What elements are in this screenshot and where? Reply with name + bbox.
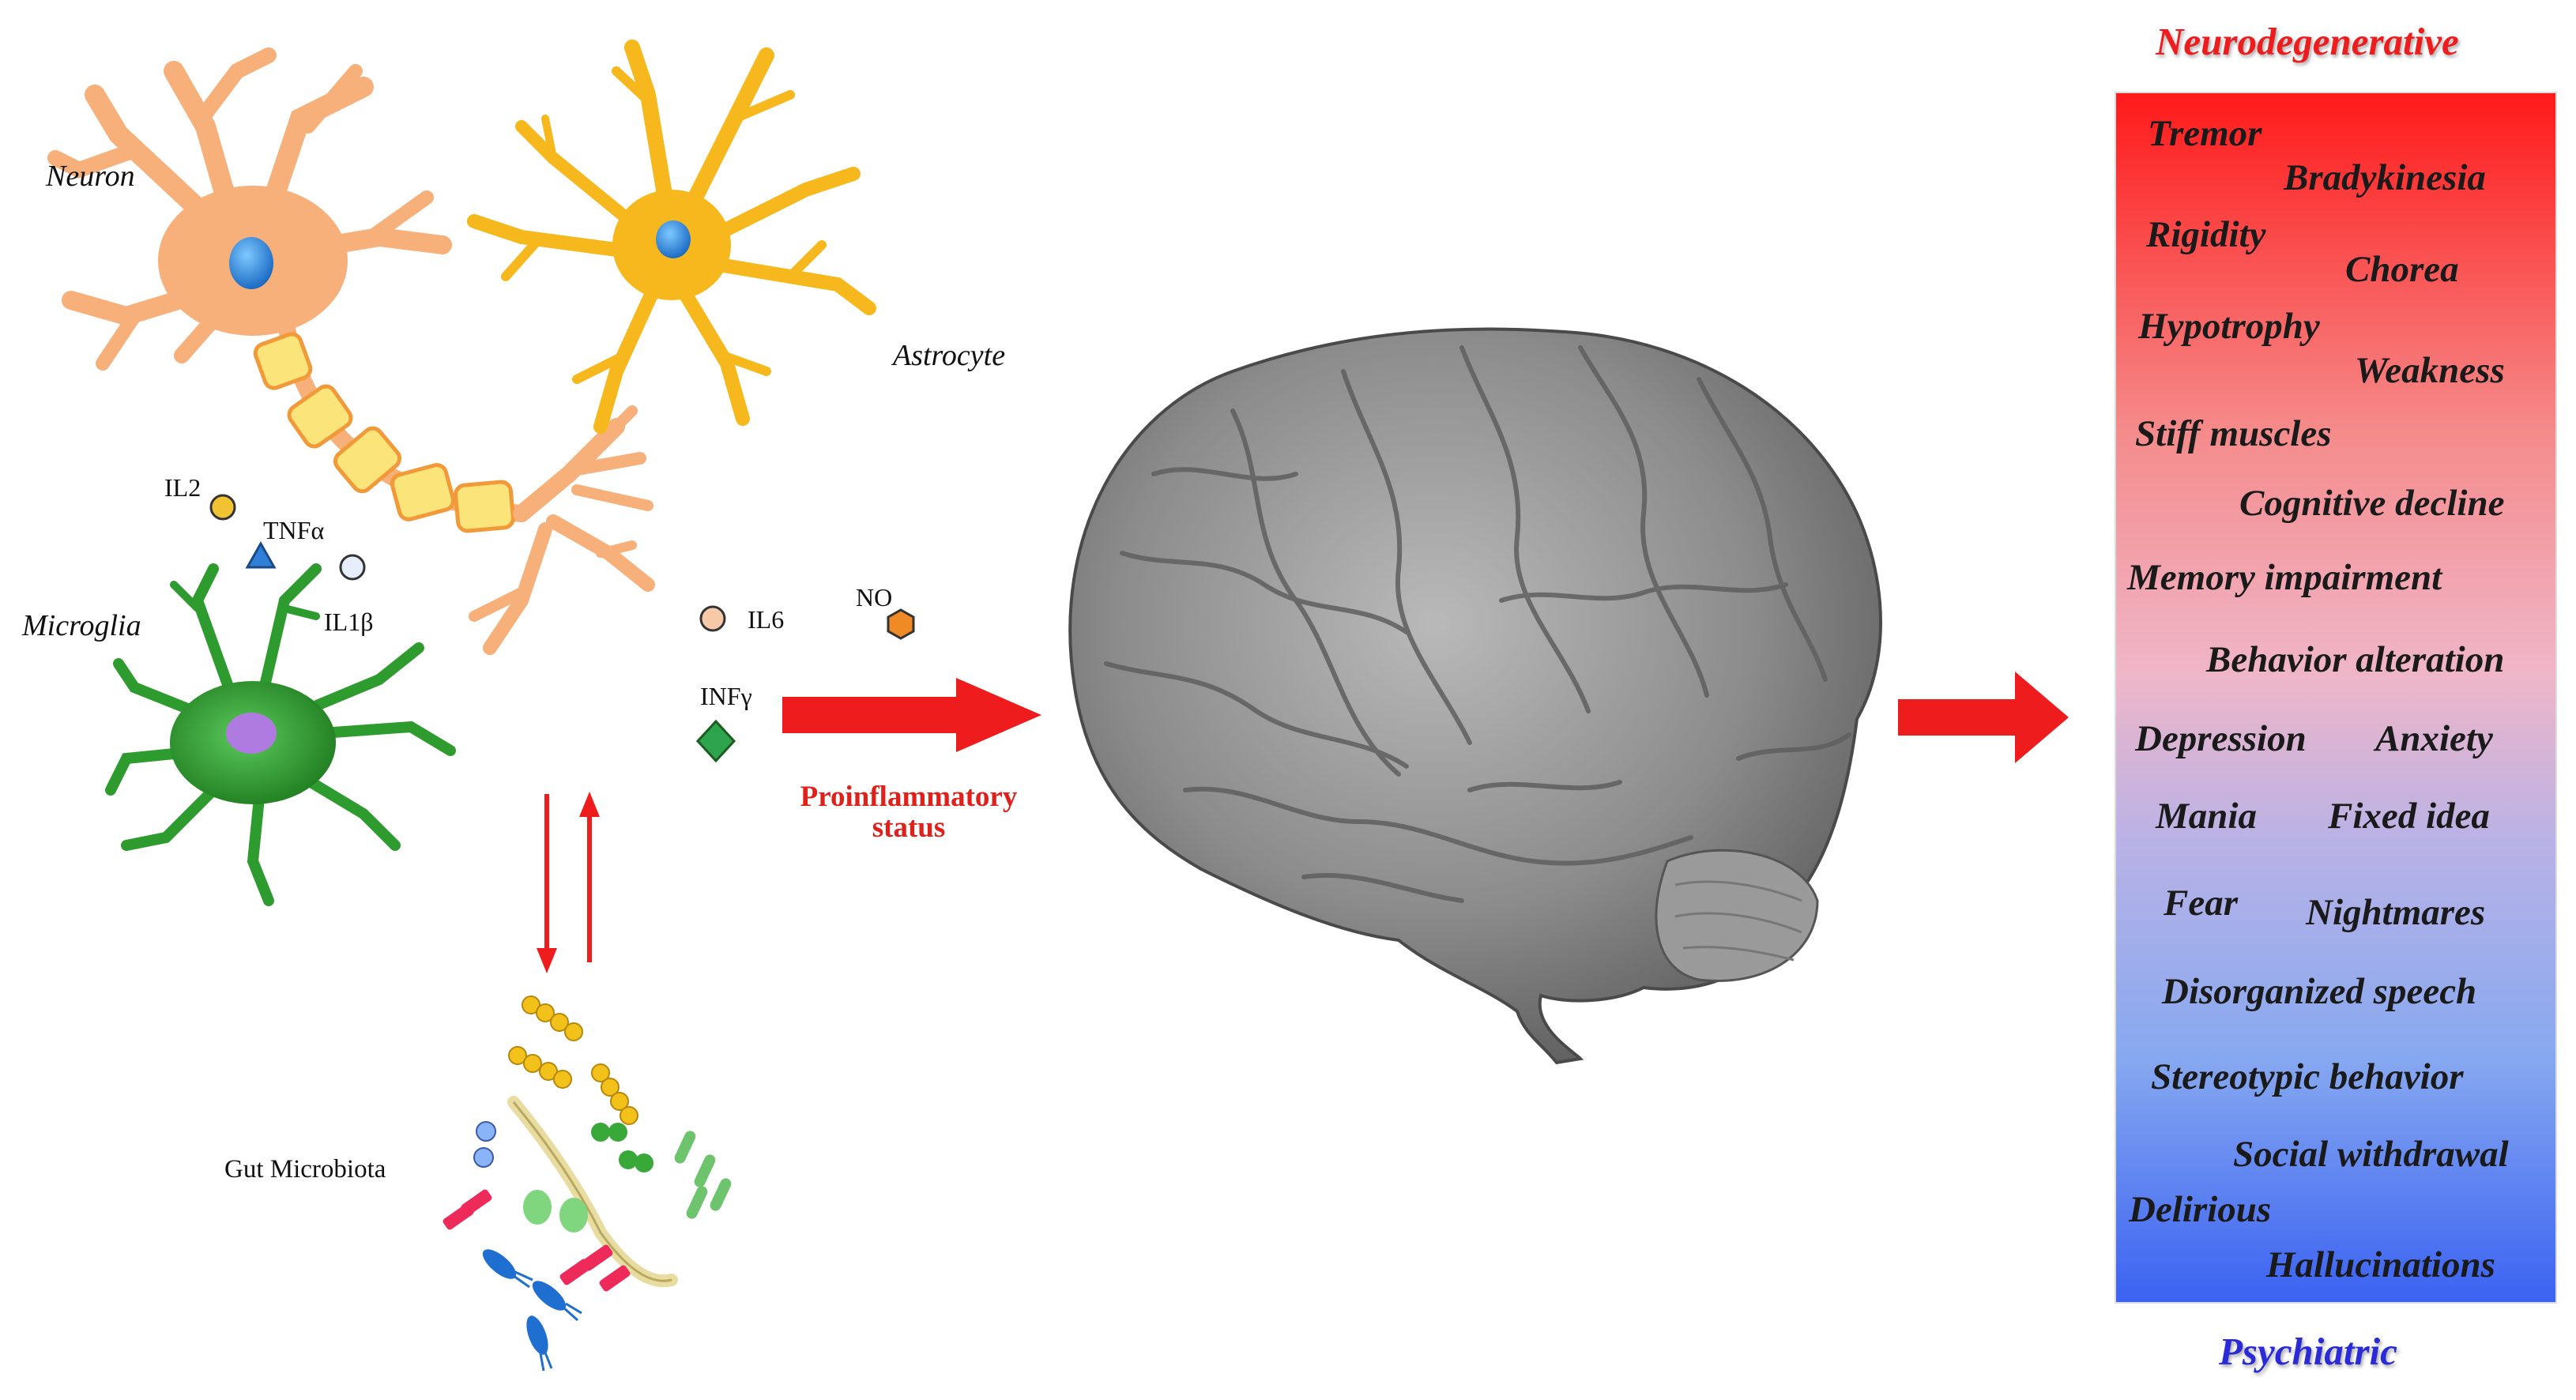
symptom-disorganized-speech: Disorganized speech	[2162, 971, 2477, 1012]
symptom-fixed-idea: Fixed idea	[2328, 796, 2490, 837]
symptom-bradykinesia: Bradykinesia	[2284, 157, 2486, 198]
symptom-tremor: Tremor	[2148, 113, 2262, 154]
cytokine-markers	[209, 494, 915, 763]
il2-label: IL2	[164, 473, 201, 502]
proinflammatory-line1: Proinflammatory	[800, 781, 1018, 813]
symptom-stereotypic-behavior: Stereotypic behavior	[2151, 1056, 2464, 1097]
symptom-chorea: Chorea	[2345, 249, 2459, 290]
symptom-fear: Fear	[2164, 883, 2238, 924]
proinflammatory-line2: status	[872, 811, 946, 844]
arrow-up-icon	[579, 792, 600, 962]
il2-marker	[209, 494, 236, 521]
astrocyte-label: Astrocyte	[891, 339, 1005, 372]
proinflammatory-status-label: Proinflammatory status	[743, 781, 1075, 844]
microglia-icon	[105, 563, 456, 906]
il1b-label: IL1β	[324, 608, 373, 636]
neurodegenerative-title: Neurodegenerative	[2156, 20, 2459, 63]
symptom-anxiety: Anxiety	[2375, 718, 2493, 759]
infg-marker	[695, 719, 736, 763]
neuron-icon	[47, 47, 655, 655]
psychiatric-title: Psychiatric	[2219, 1330, 2397, 1373]
il6-label: IL6	[748, 605, 784, 634]
neuron-label: Neuron	[45, 160, 135, 193]
gut-brain-arrows	[537, 792, 600, 973]
symptom-behavior-alteration: Behavior alteration	[2206, 639, 2505, 680]
symptom-depression: Depression	[2135, 718, 2307, 759]
symptom-stiff-muscles: Stiff muscles	[2135, 413, 2332, 454]
astrocyte-icon	[467, 40, 876, 434]
symptom-nightmares: Nightmares	[2306, 892, 2486, 933]
symptom-social-withdrawal: Social withdrawal	[2233, 1134, 2509, 1175]
infg-label: INFγ	[700, 682, 752, 710]
arrow-down-icon	[537, 794, 557, 973]
arrow-to-spectrum-icon	[1898, 672, 2069, 763]
symptom-spectrum-panel	[2115, 92, 2557, 1304]
tnfa-label: TNFα	[263, 516, 324, 544]
bacteria-icon	[443, 995, 732, 1372]
tnfa-marker	[245, 540, 277, 569]
symptom-rigidity: Rigidity	[2146, 214, 2266, 255]
gut-microbiota-label: Gut Microbiota	[224, 1155, 386, 1184]
symptom-delirious: Delirious	[2129, 1189, 2272, 1230]
no-marker	[887, 608, 915, 640]
il1b-marker	[339, 554, 366, 581]
symptom-hallucinations: Hallucinations	[2266, 1244, 2495, 1285]
symptom-cognitive-decline: Cognitive decline	[2239, 483, 2505, 524]
symptom-weakness: Weakness	[2355, 350, 2505, 391]
arrow-icon	[782, 678, 1041, 752]
symptom-memory-impairment: Memory impairment	[2127, 557, 2442, 598]
microglia-label: Microglia	[21, 609, 141, 642]
symptom-mania: Mania	[2156, 796, 2257, 837]
brain-icon	[1068, 327, 1882, 1065]
il6-marker	[699, 605, 726, 632]
symptom-hypotrophy: Hypotrophy	[2138, 306, 2320, 347]
no-label: NO	[856, 583, 892, 612]
